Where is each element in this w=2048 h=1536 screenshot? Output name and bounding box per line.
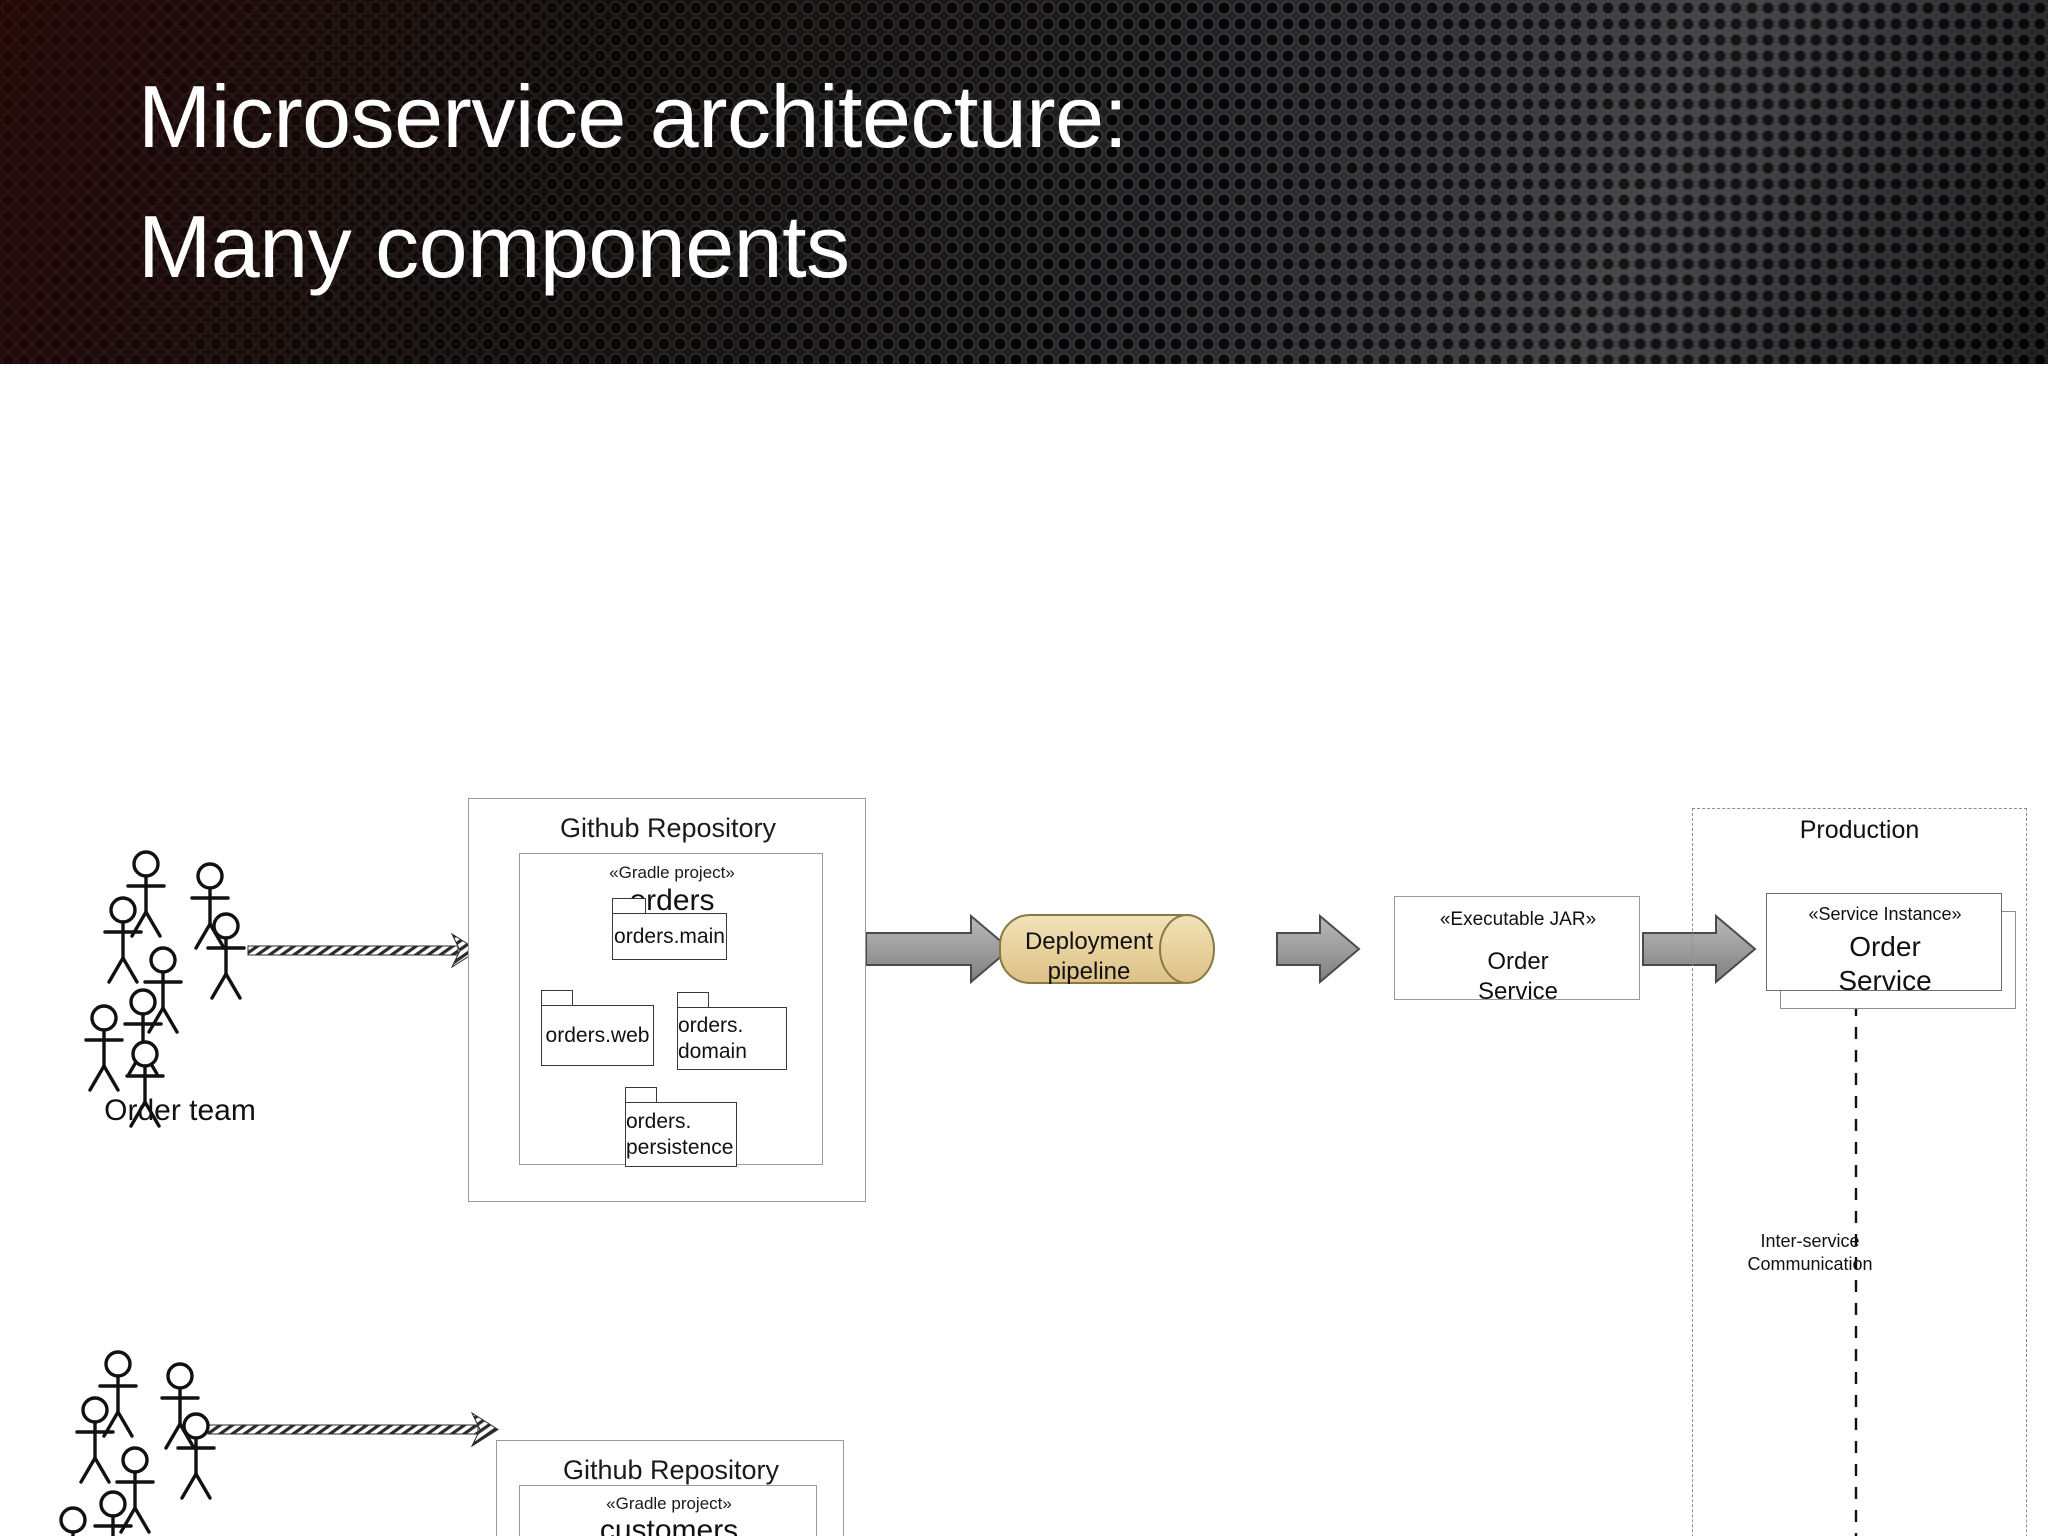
package-label: orders. domain (678, 1013, 747, 1063)
deployment-pipeline-shape-orders (999, 914, 1215, 984)
order-team-figures (84, 850, 246, 1128)
jar-name: Order Service (1477, 948, 1559, 1005)
gradle-stereotype-orders: «Gradle project» (609, 863, 735, 882)
connector-layer (59, 850, 1858, 1536)
team-to-repo-arrow-customers (207, 1411, 499, 1448)
package-tab-icon (625, 1087, 657, 1103)
package-label: orders.web (545, 1023, 650, 1047)
instance-front: «Service Instance» Order Service (1766, 893, 2002, 996)
instance-stereotype: «Service Instance» (1808, 904, 1962, 924)
package-tab-icon (541, 990, 573, 1006)
deployment-pipeline-label-orders: Deployment pipeline (1024, 928, 1154, 985)
production-title: Production (1799, 816, 1920, 844)
package-tab-icon (612, 898, 646, 914)
executable-jar-order-service: «Executable JAR» Order Service (1394, 896, 1640, 1005)
team-to-repo-arrow-orders (247, 932, 479, 969)
package-orders-persistence: orders. persistence (625, 1087, 737, 1167)
jar-stereotype: «Executable JAR» (1439, 909, 1597, 930)
title-line-1: Microservice architecture: (138, 67, 1128, 166)
package-orders-domain: orders. domain (677, 992, 787, 1070)
page-title: Microservice architecture: Many componen… (138, 52, 1128, 312)
arrow-repo-to-pipeline-orders (865, 913, 1012, 985)
package-orders-web: orders.web (541, 990, 654, 1066)
diagram-canvas: Deployment pipeline Deployment pipeline … (0, 364, 2048, 1536)
gradle-project-customers: «Gradle project» customers (519, 1485, 817, 1536)
title-line-2: Many components (138, 197, 850, 296)
repo-title-customers: Github Repository (562, 1455, 780, 1485)
gradle-project-name-customers: customers (599, 1514, 739, 1536)
service-instance-order-service: «Service Instance» Order Service (1766, 893, 2016, 1009)
production-boundary (1692, 808, 2027, 1536)
package-label: orders. persistence (626, 1109, 734, 1159)
package-label: orders.main (614, 924, 725, 948)
arrow-jar-to-instance-orders (1642, 913, 1757, 985)
inter-service-communication-label: Inter-service Communication (1747, 1231, 1873, 1274)
package-orders-main: orders.main (612, 898, 727, 960)
package-tab-icon (677, 992, 709, 1008)
order-team-label: Order team (104, 1094, 256, 1127)
repo-title-orders: Github Repository (559, 813, 777, 843)
gradle-stereotype-customers: «Gradle project» (606, 1494, 732, 1513)
instance-name: Order Service (1838, 931, 1932, 996)
slide-header: Microservice architecture: Many componen… (0, 0, 2048, 364)
customer-team-figures (59, 1350, 216, 1536)
arrow-pipeline-to-jar-orders (1276, 913, 1361, 985)
